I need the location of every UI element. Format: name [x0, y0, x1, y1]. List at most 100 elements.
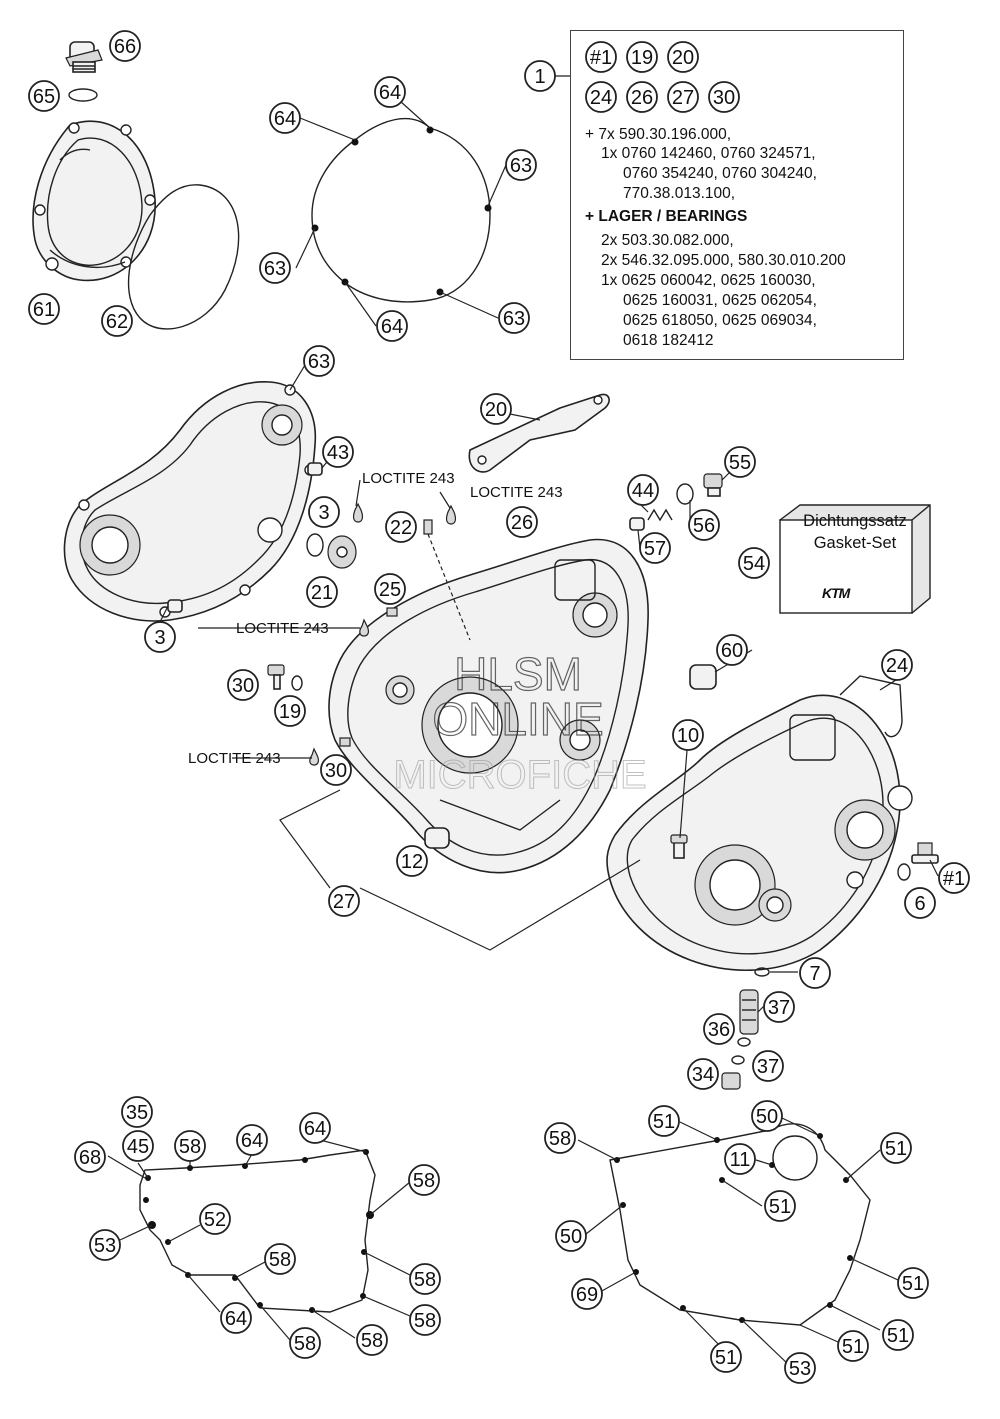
svg-text:58: 58 — [414, 1310, 436, 1332]
svg-text:26: 26 — [511, 512, 533, 534]
svg-text:58: 58 — [179, 1136, 201, 1158]
svg-text:50: 50 — [560, 1226, 582, 1248]
svg-text:#1: #1 — [943, 868, 965, 890]
jet — [423, 519, 433, 535]
svg-text:57: 57 — [644, 538, 666, 560]
part-number-line: 770.38.013.100, — [623, 185, 736, 202]
svg-text:60: 60 — [721, 640, 743, 662]
callout-68: 68 — [74, 1141, 106, 1173]
loctite-drop — [359, 618, 370, 637]
svg-text:68: 68 — [79, 1147, 101, 1169]
oil-drain-plug — [911, 842, 939, 864]
svg-text:64: 64 — [381, 316, 403, 338]
svg-text:12: 12 — [401, 851, 423, 873]
ignition-gasket-holes — [311, 126, 492, 296]
part-number-line: 0625 160031, 0625 062054, — [623, 292, 817, 309]
callout-64: 64 — [236, 1124, 268, 1156]
callout-44: 44 — [627, 474, 659, 506]
callout-60: 60 — [716, 634, 748, 666]
svg-text:ONLINE: ONLINE — [432, 693, 603, 745]
svg-text:44: 44 — [632, 480, 654, 502]
svg-text:19: 19 — [631, 47, 653, 69]
callout-62: 62 — [101, 305, 133, 337]
svg-text:69: 69 — [576, 1284, 598, 1306]
callout-55: 55 — [724, 446, 756, 478]
callout-7: 7 — [799, 957, 831, 989]
svg-text:58: 58 — [269, 1249, 291, 1271]
svg-text:63: 63 — [510, 155, 532, 177]
bearing — [424, 827, 450, 849]
callout-51: 51 — [897, 1267, 929, 1299]
svg-text:6: 6 — [914, 893, 925, 915]
svg-text:64: 64 — [241, 1130, 263, 1152]
svg-text:1: 1 — [534, 66, 545, 88]
callout-64: 64 — [376, 310, 408, 342]
callout-43: 43 — [322, 436, 354, 468]
clutch-cover-gasket — [127, 184, 240, 330]
screw-small — [339, 737, 351, 747]
svg-text:53: 53 — [789, 1358, 811, 1380]
sealing-ring — [897, 863, 911, 881]
part-number-line: 1x 0760 142460, 0760 324571, — [601, 145, 816, 162]
svg-text:58: 58 — [414, 1269, 436, 1291]
callout-51: 51 — [880, 1132, 912, 1164]
callout-69: 69 — [571, 1278, 603, 1310]
crankcase-right — [606, 694, 913, 972]
gasket-set-label: Dichtungssatz Gasket-Set — [780, 510, 930, 554]
callout-54: 54 — [738, 547, 770, 579]
box-ref-hash1: #1 — [585, 41, 617, 73]
oil-screen — [739, 989, 759, 1035]
svg-text:HLSM: HLSM — [454, 648, 582, 700]
wire-bracket — [839, 675, 903, 738]
callout-1: 1 — [524, 60, 556, 92]
callout-50: 50 — [555, 1220, 587, 1252]
svg-text:7: 7 — [809, 963, 820, 985]
clutch-cover — [32, 120, 156, 282]
dowel-pin — [629, 517, 645, 531]
screw-small — [386, 607, 398, 617]
svg-text:51: 51 — [887, 1325, 909, 1347]
svg-text:53: 53 — [94, 1235, 116, 1257]
svg-text:19: 19 — [279, 701, 301, 723]
svg-text:25: 25 — [379, 579, 401, 601]
svg-text:51: 51 — [902, 1273, 924, 1295]
svg-text:30: 30 — [325, 760, 347, 782]
crankcase-gasket-left — [139, 1149, 376, 1313]
svg-text:64: 64 — [225, 1308, 247, 1330]
loctite-note: LOCTITE 243 — [236, 620, 329, 637]
svg-text:22: 22 — [390, 517, 412, 539]
part-number-line: 2x 546.32.095.000, 580.30.010.200 — [601, 252, 846, 269]
ignition-cover-gasket — [311, 117, 491, 303]
o-ring — [68, 88, 98, 102]
svg-text:10: 10 — [677, 725, 699, 747]
plug-screw — [703, 473, 723, 497]
svg-text:64: 64 — [274, 108, 296, 130]
gasket-set-line1: Dichtungssatz — [803, 512, 907, 530]
svg-text:34: 34 — [692, 1064, 714, 1086]
callout-53: 53 — [784, 1352, 816, 1384]
spring — [647, 508, 673, 522]
callout-57: 57 — [639, 532, 671, 564]
svg-text:64: 64 — [379, 82, 401, 104]
svg-text:51: 51 — [715, 1347, 737, 1369]
dowel-pin — [167, 599, 183, 613]
callout-24: 24 — [881, 649, 913, 681]
callout-36: 36 — [703, 1013, 735, 1045]
washer — [676, 483, 694, 505]
svg-text:26: 26 — [631, 87, 653, 109]
callout-56: 56 — [688, 509, 720, 541]
part-number-line: 0760 354240, 0760 304240, — [623, 165, 817, 182]
callout-64: 64 — [220, 1302, 252, 1334]
loctite-note: LOCTITE 243 — [470, 484, 563, 501]
callout-25: 25 — [374, 573, 406, 605]
o-ring — [754, 967, 770, 977]
callout-65: 65 — [28, 80, 60, 112]
box-ref-26: 26 — [626, 81, 658, 113]
callout-51: 51 — [837, 1330, 869, 1362]
callout-63: 63 — [259, 252, 291, 284]
gasket-right-ring — [772, 1135, 818, 1181]
ktm-logo: KTM — [822, 585, 850, 601]
callout-58: 58 — [174, 1130, 206, 1162]
o-ring — [731, 1055, 745, 1065]
svg-text:27: 27 — [333, 891, 355, 913]
